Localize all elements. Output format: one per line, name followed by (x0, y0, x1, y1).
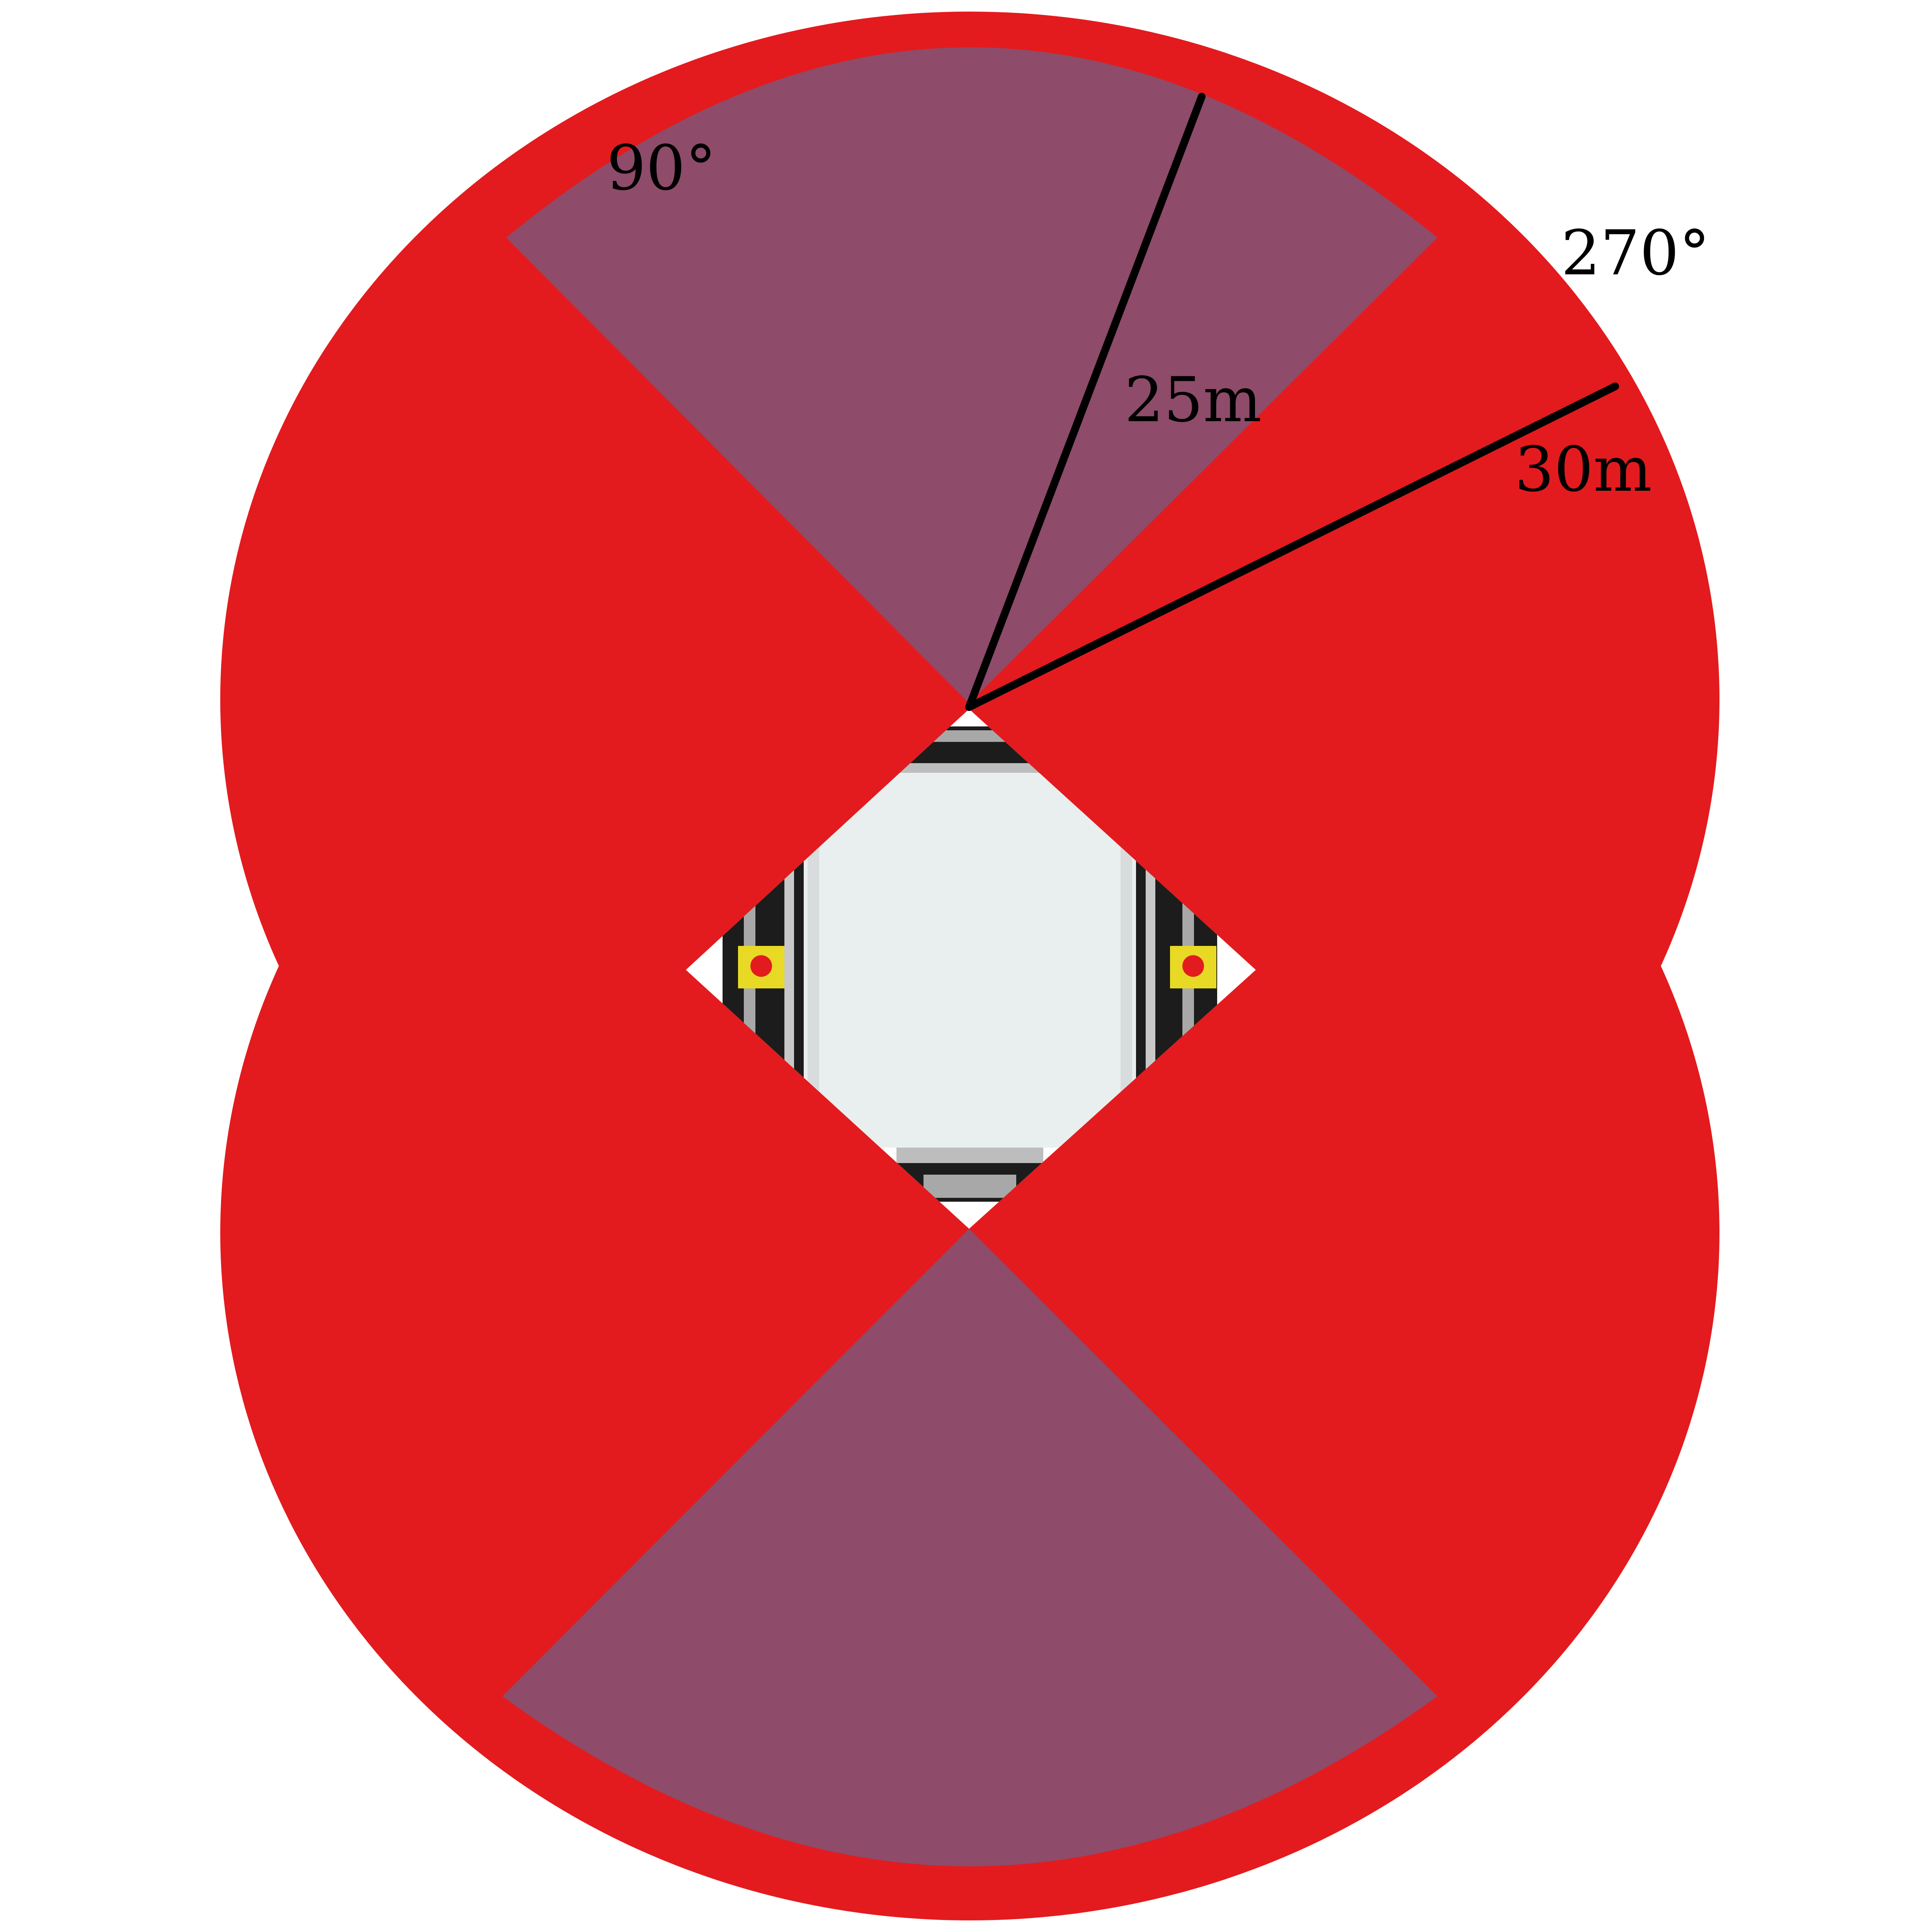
angle-label-front: 90° (607, 132, 716, 204)
range-label-side: 30m (1515, 433, 1652, 505)
top-sensor-90-wedge (506, 47, 1437, 703)
robot-frame-bottom-bar (923, 1175, 1016, 1198)
estop-left (738, 946, 784, 988)
range-arrow-front (965, 93, 1206, 711)
bottom-sensor-90-wedge (502, 1229, 1437, 1866)
range-label-front: 25m (1124, 364, 1262, 436)
range-arrow-side (965, 383, 1619, 711)
estop-right (1170, 946, 1216, 988)
robot-body (804, 773, 1136, 1148)
angle-label-side: 270° (1561, 217, 1710, 289)
